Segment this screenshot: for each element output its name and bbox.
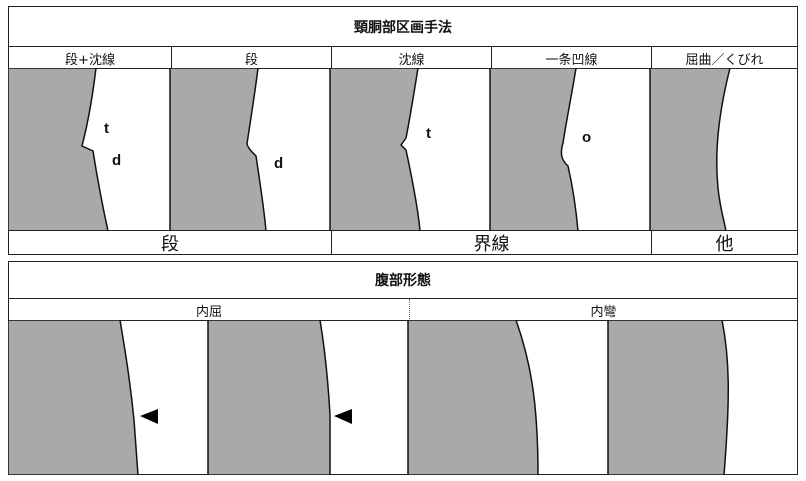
marker-d-1: d (112, 152, 121, 169)
profile-chinsen (329, 68, 421, 231)
marker-o-4: o (582, 129, 591, 146)
column-label-dan-chinsen: 段+沈線 (65, 52, 115, 68)
column-label-kukkyoku: 屈曲／くびれ (651, 47, 797, 69)
belly-profile-naiwan-2 (607, 320, 730, 475)
neck-body-title: 頸胴部区画手法 (8, 6, 798, 47)
group-label-ta: 他 (651, 231, 797, 255)
column-label-ichijo-osen: 一条凹線 (491, 47, 651, 69)
belly-label-naiwan: 内彎 (409, 299, 797, 321)
arrow-marker-2 (334, 409, 352, 424)
marker-d-2: d (274, 155, 283, 172)
belly-profile-naiwan-1 (407, 320, 539, 475)
profile-dan-chinsen (8, 68, 109, 231)
belly-form-title: 腹部形態 (8, 261, 798, 299)
profile-dan (169, 68, 267, 231)
marker-t-1: t (104, 120, 109, 137)
group-label-dan: 段 (161, 233, 179, 255)
column-label-dan: 段 (171, 47, 331, 69)
profile-kukkyoku (649, 68, 731, 231)
marker-t-3: t (426, 125, 431, 142)
column-header-row: 段+沈線 段 沈線 一条凹線 屈曲／くびれ (8, 46, 798, 69)
belly-profile-naikutsu-1 (8, 320, 139, 475)
profile-ichijo-osen (489, 68, 579, 231)
belly-profile-panels (8, 320, 798, 475)
column-label-chinsen: 沈線 (331, 47, 491, 69)
group-label-kaisen: 界線 (331, 231, 651, 255)
belly-profile-naikutsu-2 (207, 320, 331, 475)
neck-body-title-text: 頸胴部区画手法 (354, 19, 452, 36)
belly-header-row: 内屈 内彎 (8, 298, 798, 321)
neck-profile-panels: t d d t o (8, 68, 798, 231)
arrow-marker-1 (140, 409, 158, 424)
belly-form-title-text: 腹部形態 (375, 273, 431, 289)
group-label-row: 段 界線 他 (8, 230, 798, 255)
belly-label-naikutsu: 内屈 (195, 304, 222, 320)
